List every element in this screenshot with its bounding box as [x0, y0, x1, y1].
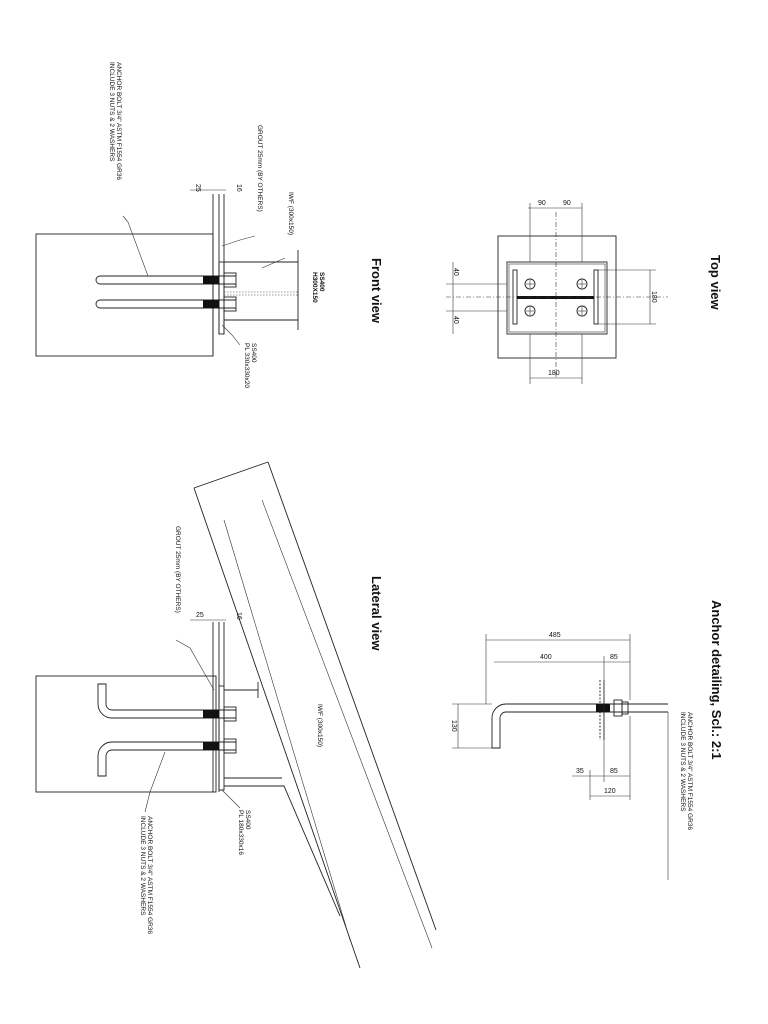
top-view-bolt [576, 278, 588, 290]
front-view: Front view 25 16 [35, 62, 384, 388]
lateral-view-plate-size: PL 180x330x16 [237, 810, 244, 855]
front-view-dim-plate: 16 [235, 184, 242, 192]
front-view-dim-grout: 25 [194, 184, 201, 192]
lateral-view-anchor-bolt [97, 683, 237, 722]
top-view: Top view 90 90 40 40 180 [446, 200, 723, 384]
front-view-section-size: H300X150 [311, 272, 318, 303]
top-view-dim-plate-width: 180 [548, 370, 560, 377]
front-view-column-note: IWF (300x150) [287, 192, 294, 235]
lateral-view-title: Lateral view [369, 576, 384, 651]
top-view-dim-bolt-x1: 90 [538, 200, 546, 207]
top-view-base-plate [506, 261, 608, 335]
lateral-view-grout-note: GROUT 25mm (BY OTHERS) [174, 526, 181, 613]
top-view-bolt [524, 305, 536, 317]
lateral-view-anchor-note-1: ANCHOR BOLT 3/4" ASTM F1554 GR36 [146, 816, 153, 934]
front-view-anchor-bolt [95, 272, 237, 288]
anchor-detail-note-1: ANCHOR BOLT 3/4" ASTM F1554 GR36 [686, 712, 693, 830]
lateral-view-dim-plate: 16 [235, 612, 242, 620]
lateral-view-anchor-bolt [97, 738, 237, 777]
lateral-view-inclined-column [193, 461, 437, 969]
top-view-title: Top view [708, 255, 723, 311]
front-view-base-plate [218, 261, 225, 335]
front-view-plate-size: PL 330x330x20 [243, 343, 250, 388]
anchor-detail-title: Anchor detailing, Scl.: 2:1 [709, 600, 724, 760]
front-view-anchor-note-2: INCLUDE 3 NUTS & 2 WASHERS [108, 62, 115, 162]
anchor-detail-dim-thread: 85 [610, 768, 618, 775]
front-view-plate-grade: SS400 [250, 343, 257, 363]
lateral-view-plate-grade: SS400 [244, 810, 251, 830]
front-view-title: Front view [369, 258, 384, 324]
lateral-view-pedestal [35, 675, 217, 793]
front-view-grout-note: GROUT 25mm (BY OTHERS) [256, 125, 263, 212]
lateral-view: Lateral view [35, 461, 437, 969]
lateral-view-column-note: IWF (300x150) [316, 704, 323, 747]
top-view-bolt [524, 278, 536, 290]
front-view-pedestal [35, 233, 214, 357]
front-view-anchor-note-1: ANCHOR BOLT 3/4" ASTM F1554 GR36 [115, 62, 122, 180]
top-view-bolt [576, 305, 588, 317]
anchor-detail-dim-total: 485 [549, 632, 561, 639]
anchor-detail: Anchor detailing, Scl.: 2:1 485 400 85 1… [450, 600, 724, 880]
anchor-detail-dim-embed: 400 [540, 654, 552, 661]
top-view-web [517, 296, 594, 299]
front-view-anchor-bolt [95, 296, 237, 312]
anchor-detail-note-2: INCLUDE 3 NUTS & 2 WASHERS [679, 712, 686, 812]
lateral-view-base-plate [218, 685, 225, 791]
front-view-section-grade: SS400 [318, 272, 325, 292]
lateral-view-dim-grout: 25 [196, 612, 204, 619]
top-view-dim-edge-top: 40 [452, 268, 459, 276]
anchor-detail-dim-thread-total: 120 [604, 788, 616, 795]
anchor-detail-dim-hook: 130 [450, 720, 457, 732]
top-view-dim-plate-height: 180 [650, 291, 657, 303]
anchor-detail-dim-projection: 85 [610, 654, 618, 661]
anchor-detail-bolt [491, 680, 668, 749]
anchor-detail-dim-end: 35 [576, 768, 584, 775]
lateral-view-anchor-note-2: INCLUDE 3 NUTS & 2 WASHERS [139, 816, 146, 916]
top-view-dim-edge-bottom: 40 [452, 316, 459, 324]
top-view-dim-bolt-x2: 90 [563, 200, 571, 207]
